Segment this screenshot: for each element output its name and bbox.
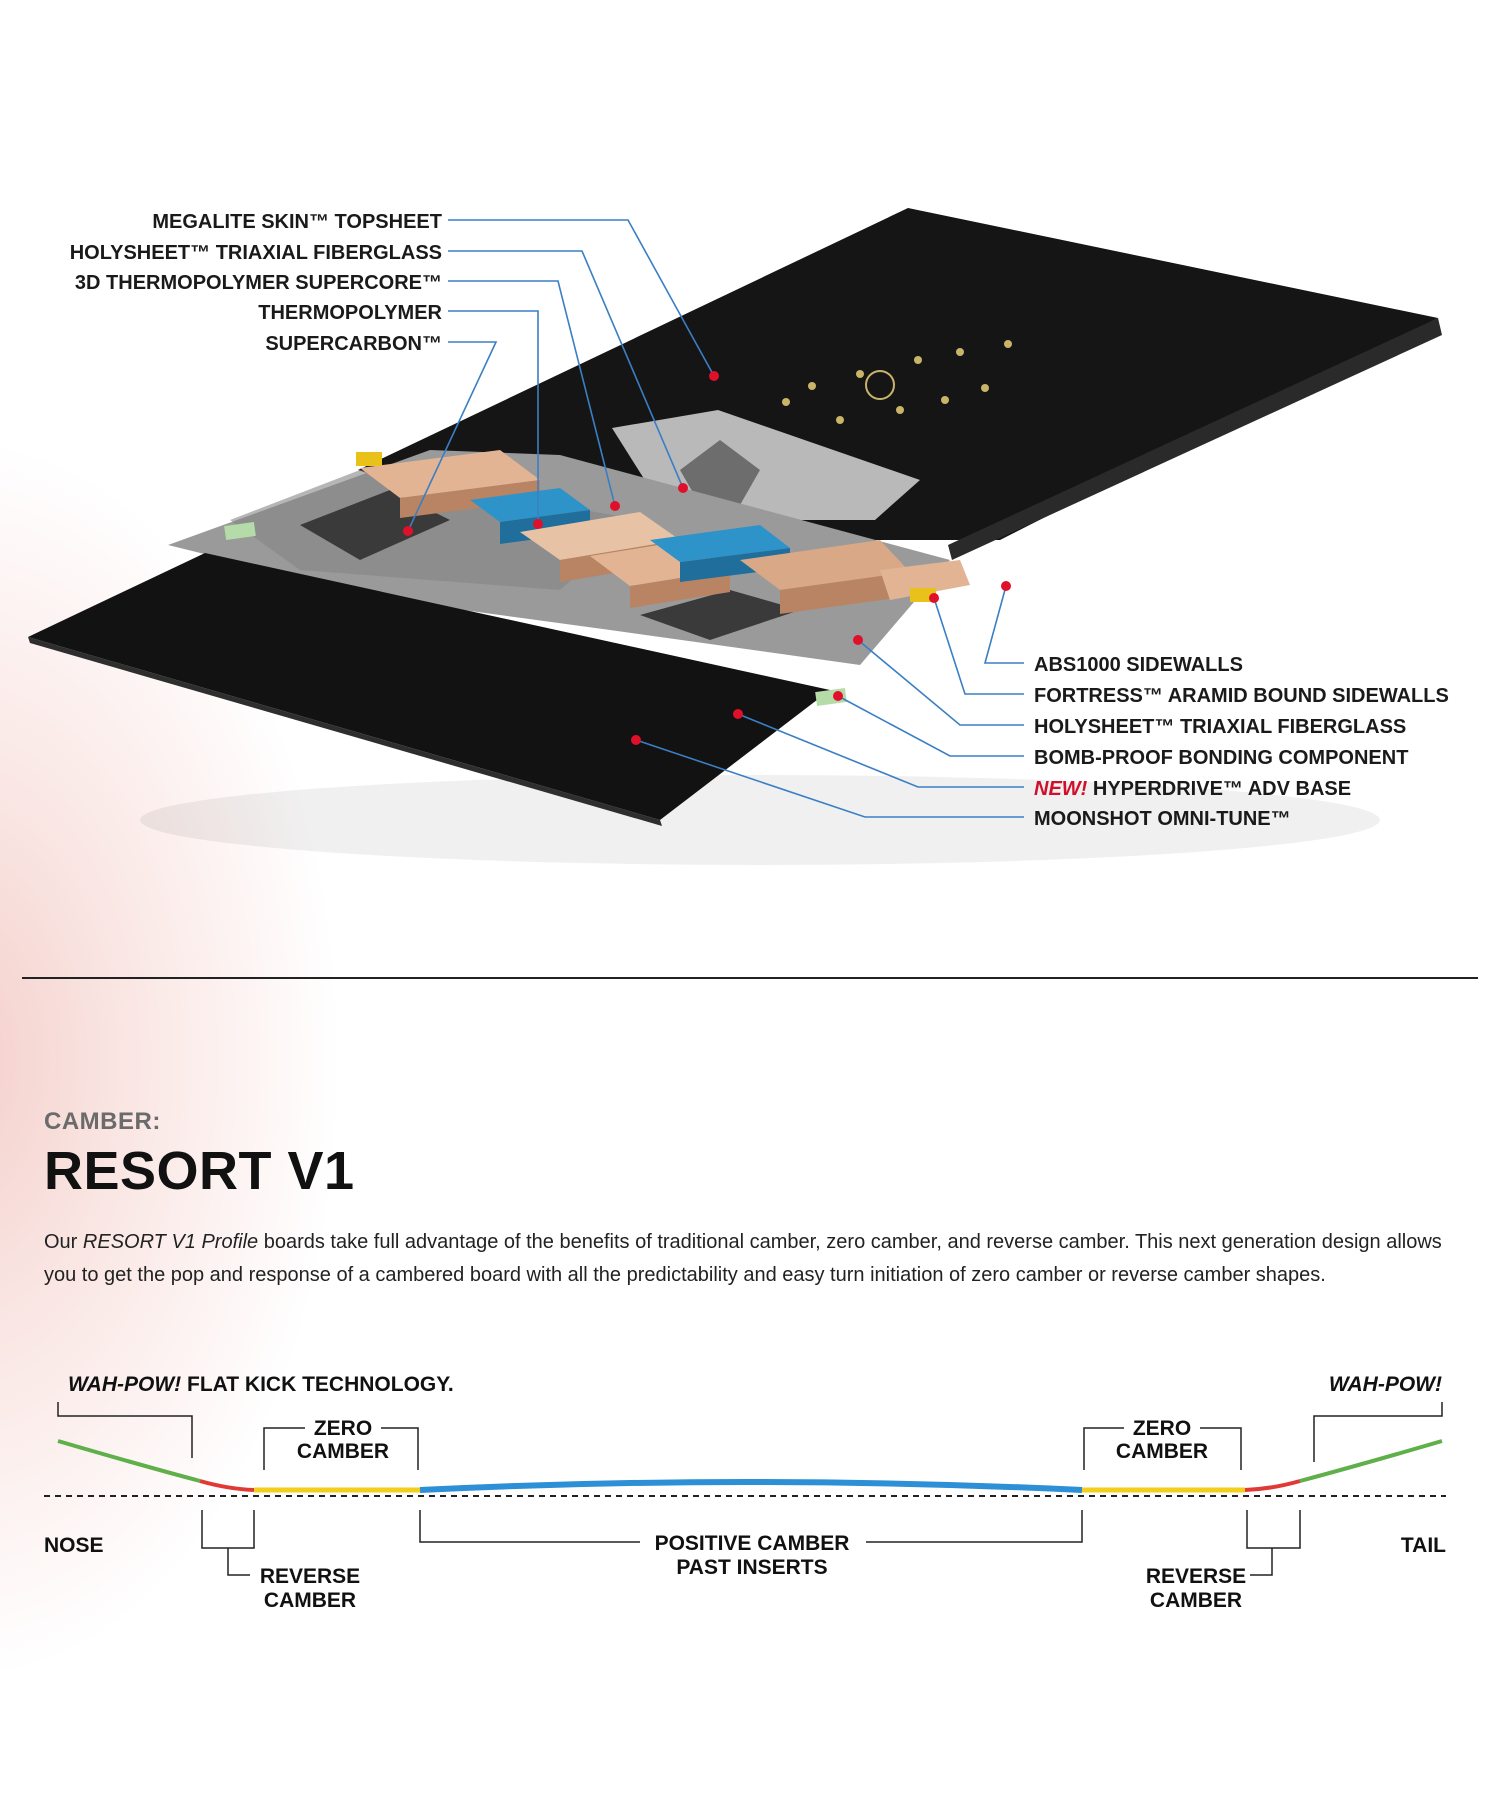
bracket-reverse-camber-left-drop <box>227 1548 250 1576</box>
right-leader-dots <box>631 581 1011 745</box>
label-reverse-camber-left-1: REVERSE <box>260 1565 360 1588</box>
board-illustration <box>28 208 1442 865</box>
base-surface <box>28 553 830 820</box>
base-edge <box>28 637 662 826</box>
label-positive-camber-2: PAST INSERTS <box>676 1556 827 1579</box>
label-zero-camber-right-1: ZERO <box>1133 1417 1191 1440</box>
label-positive-camber-1: POSITIVE CAMBER <box>655 1532 850 1555</box>
topsheet-edge <box>948 318 1442 560</box>
callout-thermopolymer-supercore: 3D THERMOPOLYMER SUPERCORE™ <box>75 272 442 294</box>
callout-fortress-sidewalls: FORTRESS™ ARAMID BOUND SIDEWALLS <box>1034 685 1449 707</box>
camber-description-prefix: Our <box>44 1231 83 1253</box>
right-callouts: ABS1000 SIDEWALLS FORTRESS™ ARAMID BOUND… <box>1034 654 1449 830</box>
callout-abs1000-sidewalls: ABS1000 SIDEWALLS <box>1034 654 1243 676</box>
camber-profile-diagram: WAH-POW! FLAT KICK TECHNOLOGY. WAH-POW! … <box>44 1373 1446 1612</box>
topsheet-graphic <box>782 340 1012 424</box>
bracket-positive-camber <box>419 1510 640 1543</box>
bracket-reverse-camber-right <box>1246 1510 1301 1549</box>
label-tail: TAIL <box>1401 1534 1446 1557</box>
label-zero-camber-right-2: CAMBER <box>1116 1440 1208 1463</box>
bracket-flat-kick <box>57 1402 193 1458</box>
sidewall-marker-left <box>356 452 382 466</box>
callout-hyperdrive-base: NEW! HYPERDRIVE™ ADV BASE <box>1034 778 1351 800</box>
label-reverse-camber-right-1: REVERSE <box>1146 1565 1246 1588</box>
bracket-zero-camber-left-r <box>381 1427 419 1470</box>
segment-tail-kick <box>1299 1439 1443 1483</box>
callout-holysheet-bottom: HOLYSHEET™ TRIAXIAL FIBERGLASS <box>1034 716 1406 738</box>
section-divider <box>22 977 1478 979</box>
carbon-stringer-2 <box>640 590 800 640</box>
camber-description-body: boards take full advantage of the benefi… <box>44 1231 1442 1286</box>
bracket-wah-pow-right <box>1313 1402 1443 1462</box>
callout-holysheet-top: HOLYSHEET™ TRIAXIAL FIBERGLASS <box>70 242 442 264</box>
label-zero-camber-left-1: ZERO <box>314 1417 372 1440</box>
segment-nose-reverse <box>199 1479 255 1492</box>
bracket-positive-camber-r <box>866 1510 1083 1543</box>
label-flat-kick-technology: WAH-POW! FLAT KICK TECHNOLOGY. <box>68 1373 454 1396</box>
camber-description-profile-name: RESORT V1 Profile <box>82 1231 259 1253</box>
camber-description: Our RESORT V1 Profile boards take full a… <box>44 1226 1464 1292</box>
label-reverse-camber-right-2: CAMBER <box>1150 1589 1242 1612</box>
segment-tail-reverse <box>1244 1479 1301 1492</box>
left-callouts: MEGALITE SKIN™ TOPSHEET HOLYSHEET™ TRIAX… <box>70 211 443 355</box>
callout-bonding-component: BOMB-PROOF BONDING COMPONENT <box>1034 747 1408 769</box>
callout-megalite-topsheet: MEGALITE SKIN™ TOPSHEET <box>152 211 442 233</box>
label-nose: NOSE <box>44 1534 104 1557</box>
label-wah-pow-right: WAH-POW! <box>1329 1373 1442 1396</box>
edge-insert-left <box>224 521 256 541</box>
bracket-zero-camber-left <box>263 1427 305 1470</box>
label-reverse-camber-left-2: CAMBER <box>264 1589 356 1612</box>
left-leaders <box>407 219 715 532</box>
callout-supercarbon: SUPERCARBON™ <box>265 333 442 355</box>
callout-moonshot-omni-tune: MOONSHOT OMNI-TUNE™ <box>1034 808 1291 830</box>
topsheet-surface <box>358 208 1438 540</box>
callout-thermopolymer: THERMOPOLYMER <box>258 302 442 324</box>
window-graphic-shape <box>680 440 760 505</box>
bracket-reverse-camber-left <box>201 1510 255 1549</box>
segment-positive-camber <box>419 1479 1083 1493</box>
segment-nose-kick <box>57 1439 201 1483</box>
bracket-zero-camber-right-r <box>1200 1427 1242 1470</box>
core-blocks <box>360 450 970 614</box>
bracket-reverse-camber-right-drop <box>1250 1548 1273 1576</box>
right-leaders <box>635 585 1024 818</box>
fiberglass-weave-shade <box>230 470 640 590</box>
label-zero-camber-left-2: CAMBER <box>297 1440 389 1463</box>
camber-title: RESORT V1 <box>44 1141 355 1201</box>
left-leader-dots <box>403 371 719 536</box>
camber-kicker: CAMBER: <box>44 1108 161 1135</box>
bracket-zero-camber-right <box>1083 1427 1124 1470</box>
